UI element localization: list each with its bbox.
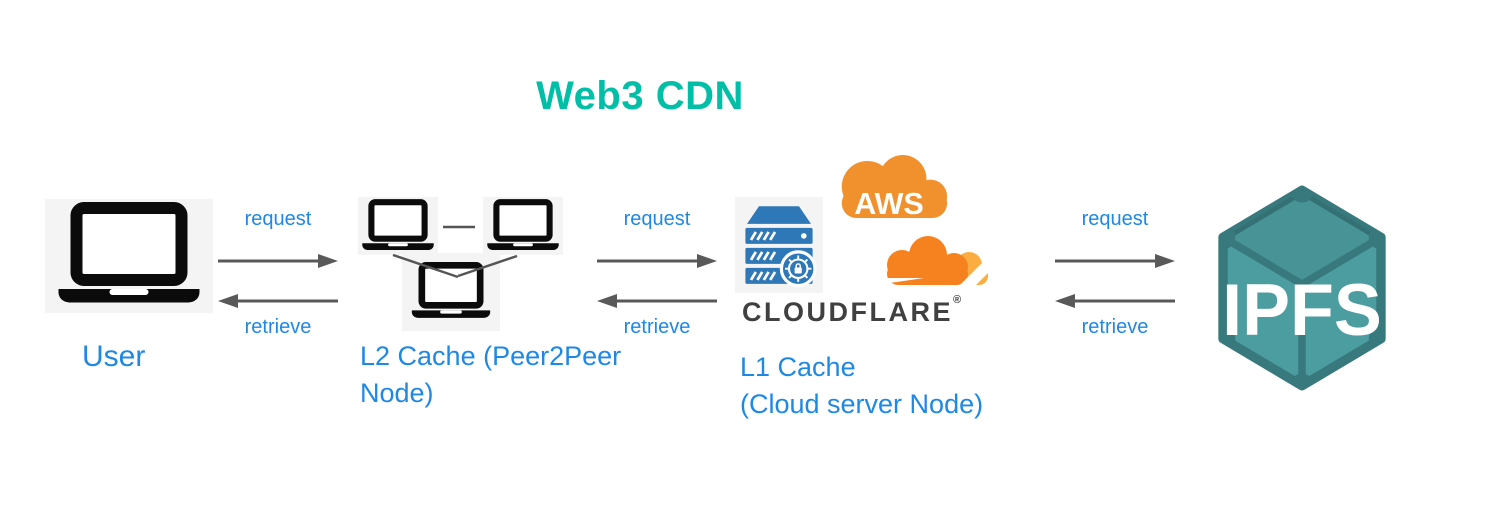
l2-peer-node [358,197,438,255]
l1-cache-label: L1 Cache (Cloud server Node) [740,349,983,423]
l1-cache-label-line2: (Cloud server Node) [740,389,984,419]
request-label: request [623,208,691,230]
l1-cache-label-line1: L1 Cache [740,352,856,382]
cloudflare-logo-text: CLOUDFLARE [742,297,953,327]
retrieve-arrow-icon [597,293,717,309]
cloudflare-wordmark: CLOUDFLARE® [742,294,1002,328]
l2-cache-label: L2 Cache (Peer2Peer Node) [360,341,622,408]
user-label: User [82,340,146,373]
link-l2-l1: request retrieve [592,207,722,339]
diagram-title: Web3 CDN [536,74,744,118]
ipfs-cube-logo: IPFS [1218,185,1386,391]
request-arrow-icon [1055,253,1175,269]
request-label: request [1081,208,1149,230]
retrieve-label: retrieve [623,316,691,338]
server-icon [745,205,817,287]
link-user-l2: request retrieve [213,207,343,339]
security-gear-badge [779,249,817,287]
l1-server-node [735,197,823,293]
retrieve-arrow-icon [218,293,338,309]
l2-peer-node [483,197,563,255]
retrieve-arrow-icon [1055,293,1175,309]
aws-cloud-logo: AWS [841,155,948,221]
request-arrow-icon [597,253,717,269]
request-label: request [244,208,312,230]
ipfs-label: IPFS [1222,269,1382,351]
cloudflare-cloud-logo [876,236,989,285]
laptop-icon [54,202,204,310]
request-arrow-icon [218,253,338,269]
aws-logo-text: AWS [854,187,924,221]
registered-trademark-icon: ® [952,294,962,306]
peer-connection-lines [392,225,518,279]
retrieve-label: retrieve [1081,316,1149,338]
user-node [45,199,213,313]
retrieve-label: retrieve [244,316,312,338]
link-l1-ipfs: request retrieve [1050,207,1180,339]
